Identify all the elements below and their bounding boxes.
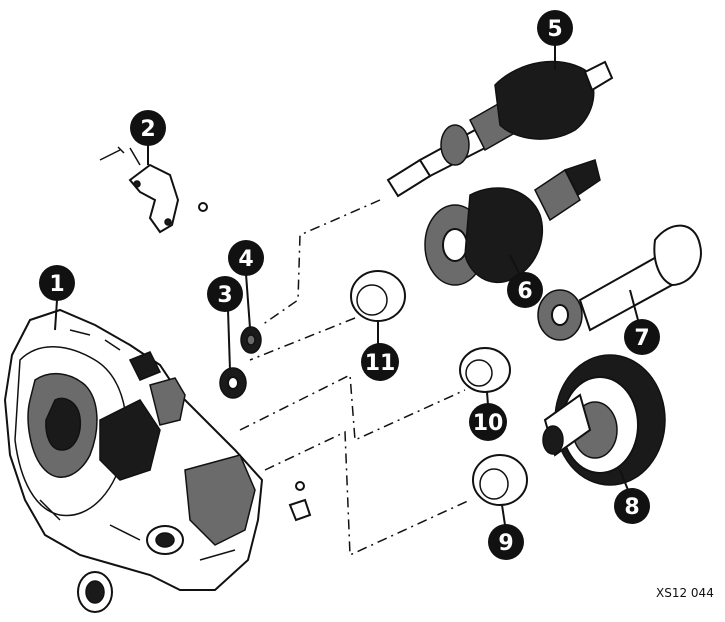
callout-2: 2 xyxy=(130,110,166,165)
callout-5: 5 xyxy=(537,10,573,70)
callout-2-label: 2 xyxy=(140,117,155,142)
callout-9: 9 xyxy=(488,504,524,560)
callout-3: 3 xyxy=(207,276,243,371)
callout-4-label: 4 xyxy=(238,247,253,272)
callout-1-label: 1 xyxy=(49,272,64,297)
reference-code: XS12 044 xyxy=(656,586,714,600)
gearbox-housing xyxy=(3,308,264,613)
bracket xyxy=(99,146,208,234)
callout-8-label: 8 xyxy=(624,495,639,520)
callout-6-label: 6 xyxy=(517,279,532,304)
callout-7-label: 7 xyxy=(634,326,649,351)
callout-8: 8 xyxy=(614,469,650,524)
bearing-11 xyxy=(350,270,406,322)
input-shaft xyxy=(386,60,614,198)
bearing-9 xyxy=(472,454,528,506)
bearing-10 xyxy=(459,347,511,393)
callout-11: 11 xyxy=(361,321,399,381)
callout-10-label: 10 xyxy=(473,411,504,436)
idler-shaft xyxy=(537,224,702,341)
callout-3-label: 3 xyxy=(217,283,232,308)
callout-1: 1 xyxy=(39,265,75,331)
callout-6: 6 xyxy=(507,254,543,308)
clip xyxy=(288,481,312,522)
callout-7: 7 xyxy=(624,289,660,355)
callout-5-label: 5 xyxy=(547,17,562,42)
callout-4: 4 xyxy=(228,240,264,329)
callout-11-label: 11 xyxy=(365,351,396,376)
small-seal-4 xyxy=(240,326,262,354)
small-seal-3 xyxy=(219,367,247,399)
differential xyxy=(542,354,666,486)
callout-10: 10 xyxy=(469,391,507,441)
output-shaft xyxy=(424,159,601,286)
callout-9-label: 9 xyxy=(498,531,513,556)
